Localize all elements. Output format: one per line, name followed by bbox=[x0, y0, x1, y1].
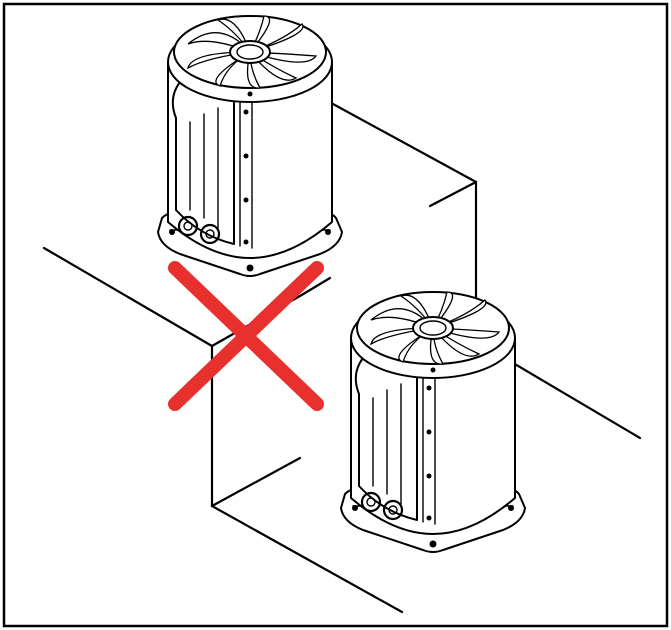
red-x-icon bbox=[168, 261, 324, 411]
heat-pump-unit-correct bbox=[339, 290, 527, 554]
heat-pump-unit-incorrect bbox=[156, 14, 344, 278]
